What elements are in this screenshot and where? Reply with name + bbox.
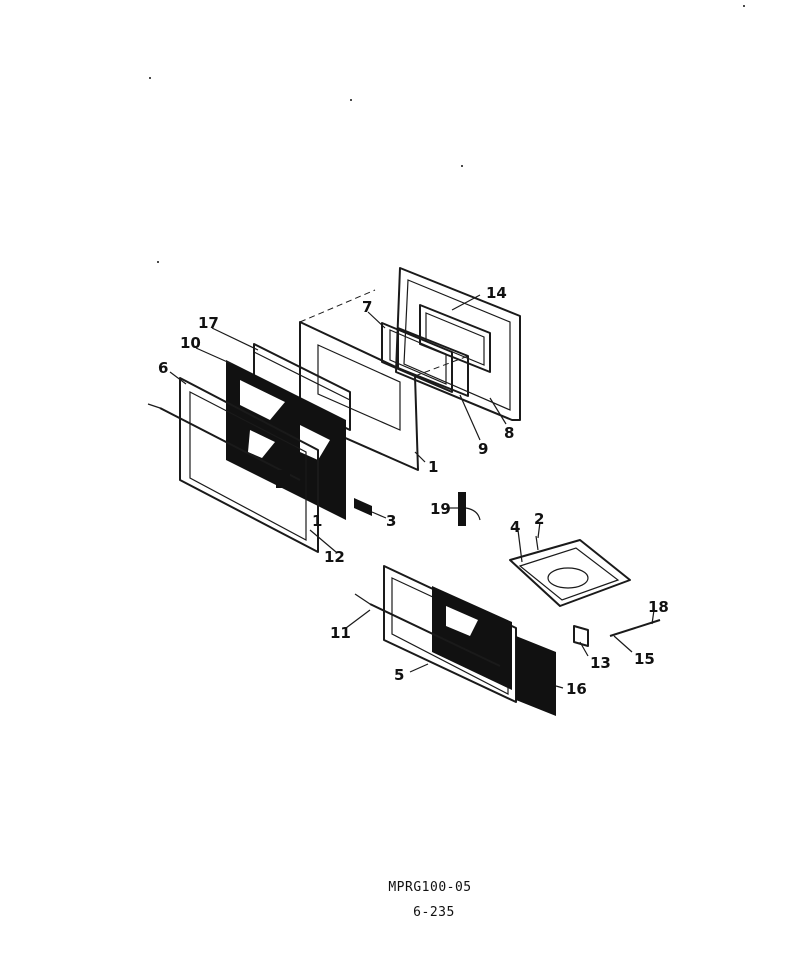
callout-4: 4 (510, 518, 520, 536)
part-latch-rod (573, 619, 661, 647)
callout-2: 2 (534, 510, 544, 528)
callout-15: 15 (634, 650, 655, 668)
callout-3: 3 (386, 512, 396, 530)
part-bracket (354, 498, 387, 519)
part-glass-panel-upper (226, 360, 346, 520)
callout-14: 14 (486, 284, 507, 302)
part-hinge (446, 492, 481, 526)
part-drawer-pan (509, 535, 631, 607)
callout-1: 1 (428, 458, 438, 476)
scan-specks (149, 5, 745, 263)
callout-6: 6 (158, 359, 168, 377)
callout-8: 8 (504, 424, 514, 442)
callout-19: 19 (430, 500, 451, 518)
callout-5: 5 (394, 666, 404, 684)
leader-lines (169, 294, 655, 689)
callout-17: 17 (198, 314, 219, 332)
part-outer-door-frame (147, 377, 319, 553)
part-window-frame (381, 322, 469, 397)
callout-11: 11 (330, 624, 351, 642)
callout-1b: 1 (312, 512, 322, 530)
callout-10: 10 (180, 334, 201, 352)
part-drawer-front (354, 565, 556, 716)
model-code: MPRG100-05 (388, 880, 472, 895)
callout-13: 13 (590, 654, 611, 672)
callout-18: 18 (648, 598, 669, 616)
callout-9: 9 (478, 440, 488, 458)
callout-16: 16 (566, 680, 587, 698)
page-number: 6-235 (413, 905, 455, 920)
part-insulation (253, 343, 351, 431)
callout-7: 7 (362, 298, 372, 316)
part-inner-liner (299, 289, 469, 471)
callout-12: 12 (324, 548, 345, 566)
